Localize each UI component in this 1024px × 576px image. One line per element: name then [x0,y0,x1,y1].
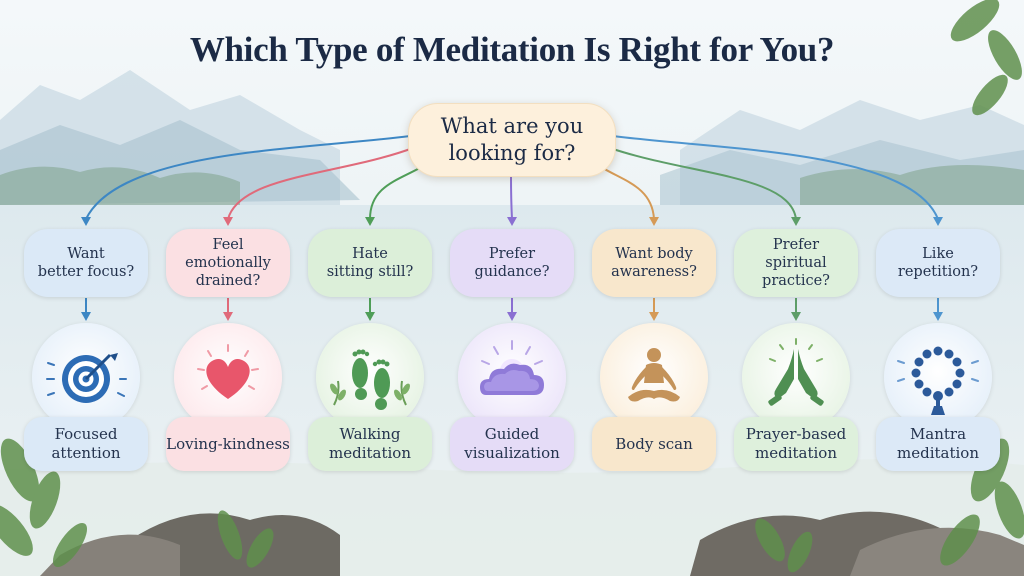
meditation-type-label: Mantra meditation [876,417,1000,471]
arrowhead [81,312,91,321]
meditation-type-label: Focused attention [24,417,148,471]
arrowhead [223,217,233,226]
arrowhead [365,217,375,226]
question-box: Like repetition? [876,229,1000,297]
footprints-icon [316,323,424,431]
heart-icon [174,323,282,431]
arrowhead [933,217,943,226]
arrowhead [81,217,91,226]
question-box: Prefer spiritual practice? [734,229,858,297]
arrowhead [933,312,943,321]
arrowhead [791,312,801,321]
question-box: Hate sitting still? [308,229,432,297]
meditation-type-label: Loving-kindness [166,417,290,471]
meditation-type-label: Guided visualization [450,417,574,471]
root-question: What are you looking for? [408,103,616,177]
connector-root-to-question [369,164,426,220]
cloud-sun-icon [458,323,566,431]
arrowhead [649,312,659,321]
connector-root-to-question [612,135,939,220]
arrowhead [649,217,659,226]
diagram-title: Which Type of Meditation Is Right for Yo… [189,30,835,69]
meditation-type-label: Body scan [592,417,716,471]
question-box: Want body awareness? [592,229,716,297]
arrowhead [507,217,517,226]
prayer-beads-icon [884,323,992,431]
connector-root-to-question [85,135,411,220]
connector-root-to-question [510,175,513,220]
question-box: Feel emotionally drained? [166,229,290,297]
connector-root-to-question [597,164,655,220]
arrowhead [507,312,517,321]
question-box: Want better focus? [24,229,148,297]
target-icon [32,323,140,431]
arrowhead [791,217,801,226]
praying-hands-icon [742,323,850,431]
connector-root-to-question [227,147,414,220]
arrowhead [365,312,375,321]
question-box: Prefer guidance? [450,229,574,297]
arrowhead [223,312,233,321]
connector-root-to-question [609,147,797,220]
meditation-type-label: Walking meditation [308,417,432,471]
meditating-person-icon [600,323,708,431]
meditation-type-label: Prayer-based meditation [734,417,858,471]
